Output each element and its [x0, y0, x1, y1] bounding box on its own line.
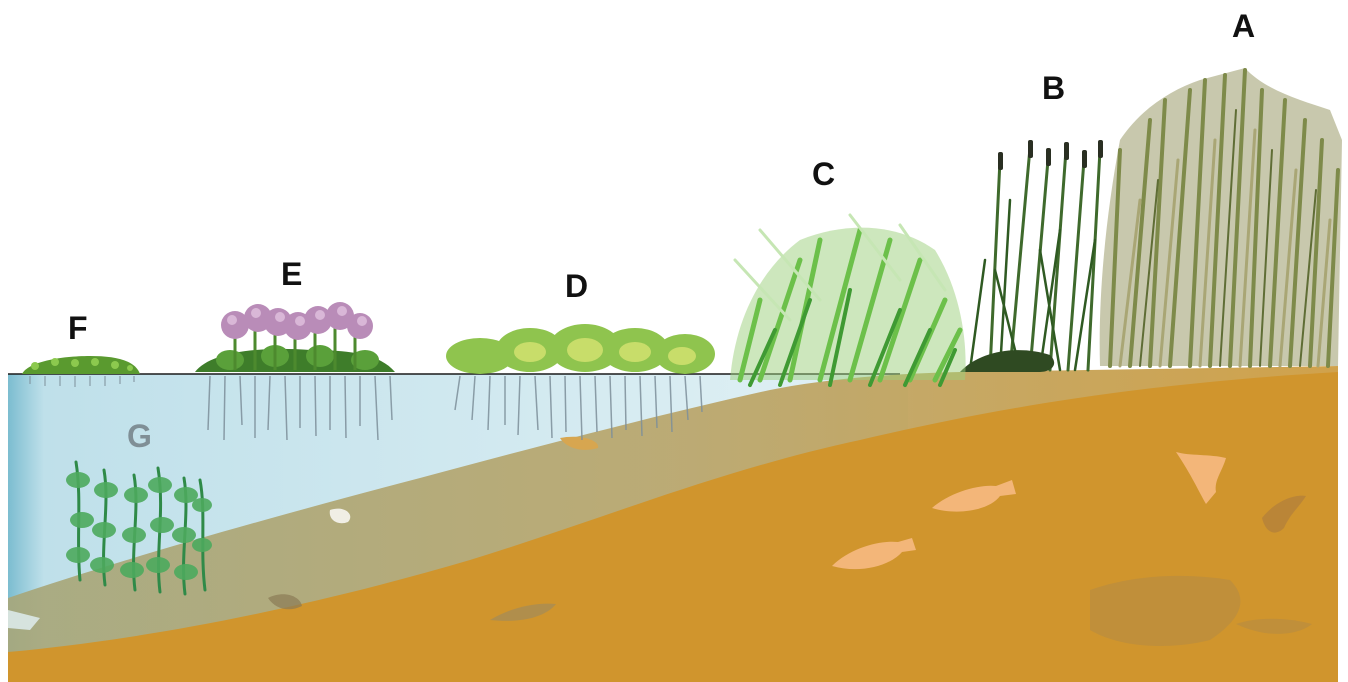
zone-label-f: F [68, 312, 88, 344]
zone-label-e: E [281, 258, 302, 290]
plant-zone-c-sedges [730, 215, 966, 385]
zone-label-a: A [1232, 10, 1255, 42]
zone-label-b: B [1042, 72, 1065, 104]
plant-zone-a-reeds [1100, 68, 1342, 366]
zone-label-c: C [812, 158, 835, 190]
zone-label-d: D [565, 270, 588, 302]
plant-zone-b-cattails [960, 140, 1103, 372]
zone-label-g: G [127, 420, 152, 452]
